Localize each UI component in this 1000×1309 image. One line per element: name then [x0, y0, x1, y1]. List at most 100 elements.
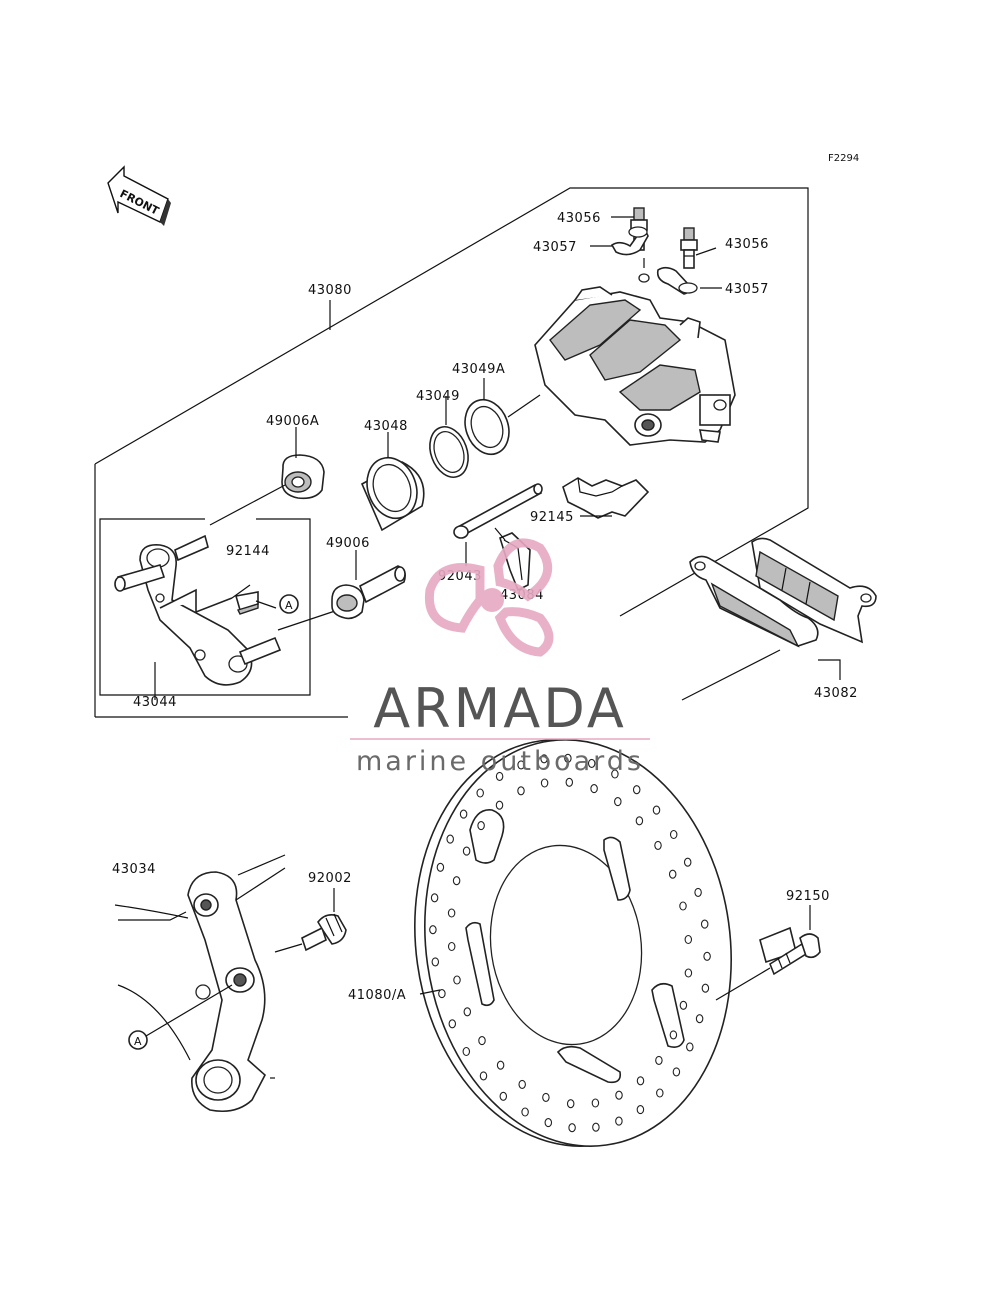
bleed-valve-right: [680, 227, 698, 269]
label-43034: 43034: [112, 862, 156, 877]
propeller-logo-icon: [424, 538, 554, 657]
disc-hole: [672, 1067, 681, 1077]
caliper-body: [534, 273, 736, 446]
disc-hole: [592, 1122, 600, 1132]
disc-hole: [669, 1030, 678, 1040]
label-43057-left: 43057: [533, 240, 577, 255]
disc-hole: [459, 809, 468, 819]
disc-hole: [683, 857, 692, 867]
label-41080A: 41080/A: [348, 988, 406, 1003]
svg-text:A: A: [285, 599, 293, 612]
disc-hole: [453, 975, 461, 985]
armada-watermark: ARMADA marine outboards: [350, 538, 650, 777]
disc-hole: [431, 957, 440, 967]
disc-hole: [478, 1036, 486, 1046]
caliper-assembly-frame: [94, 187, 809, 718]
disc-hole: [590, 784, 598, 794]
disc-hole: [694, 887, 702, 897]
brake-disc-41080A: [414, 739, 797, 1147]
label-43056-right: 43056: [725, 237, 769, 252]
disc-hole: [495, 800, 504, 810]
label-43082: 43082: [814, 686, 858, 701]
boot-49006A: [281, 454, 325, 500]
disc-hole: [654, 840, 662, 850]
disc-hole: [447, 908, 456, 918]
disc-hole: [615, 1116, 623, 1126]
label-49006: 49006: [326, 536, 370, 551]
disc-hole: [495, 771, 504, 781]
bolt-92002: [301, 913, 347, 952]
brand-name: ARMADA: [373, 677, 627, 740]
disc-hole: [695, 1014, 704, 1024]
pad-pin-92043: [453, 483, 543, 539]
disc-hole: [542, 1092, 550, 1102]
bleed-cap-right: [656, 266, 698, 295]
label-92144: 92144: [226, 544, 270, 559]
disc-hole: [669, 829, 678, 840]
brake-pads-43082: [689, 537, 877, 648]
disc-hole: [679, 1000, 688, 1010]
disc-hole: [632, 785, 641, 795]
disc-hole: [447, 941, 456, 952]
disc-hole: [679, 901, 687, 911]
disc-hole: [448, 1019, 457, 1029]
disc-hole: [684, 934, 693, 945]
disc-hole: [452, 876, 461, 886]
disc-holes: [429, 753, 711, 1133]
piston-43048: [360, 456, 425, 532]
svg-text:A: A: [134, 1035, 142, 1048]
disc-hole: [518, 1079, 526, 1089]
disc-hole: [438, 989, 446, 999]
disc-hole: [656, 1088, 664, 1098]
disc-hole: [568, 1123, 576, 1133]
ref-marker-a-upper: A: [279, 594, 299, 614]
disc-hole: [521, 1107, 529, 1117]
label-43048: 43048: [364, 419, 408, 434]
label-92002: 92002: [308, 871, 352, 886]
disc-hole: [611, 769, 619, 779]
caliper-bracket-43044: [114, 534, 282, 686]
disc-hole: [436, 862, 445, 872]
disc-hole: [635, 816, 644, 826]
ref-marker-a-lower: A: [128, 1030, 148, 1050]
disc-hole: [587, 758, 596, 768]
disc-hole: [477, 821, 485, 831]
disc-hole: [499, 1091, 508, 1101]
disc-hole: [591, 1098, 600, 1108]
bolt-92150: [769, 933, 821, 976]
disc-hole: [429, 925, 437, 935]
disc-hole: [565, 777, 574, 787]
label-43080: 43080: [308, 283, 352, 298]
seal-43049: [429, 426, 469, 478]
disc-hole: [614, 797, 622, 807]
label-43049: 43049: [416, 389, 460, 404]
label-92145: 92145: [530, 510, 574, 525]
disc-hole: [462, 846, 471, 856]
disc-hole: [540, 778, 549, 788]
disc-hole: [686, 1042, 694, 1052]
disc-hole: [517, 760, 525, 770]
label-43057-right: 43057: [725, 282, 769, 297]
disc-hole: [655, 1055, 663, 1065]
disc-hole: [540, 754, 548, 764]
disc-hole: [564, 753, 572, 763]
disc-hole: [615, 1090, 623, 1100]
disc-hole: [668, 869, 677, 879]
brand-tagline: marine outboards: [356, 746, 644, 777]
front-arrow-icon: FRONT: [107, 165, 171, 226]
disc-hole: [700, 919, 709, 929]
disc-hole: [636, 1105, 645, 1115]
disc-hole: [566, 1099, 575, 1109]
bracket-frame: [99, 518, 311, 700]
pad-spring-92145: [562, 477, 650, 519]
disc-hole: [462, 1046, 471, 1057]
disc-hole: [463, 1007, 472, 1017]
label-43056-top: 43056: [557, 211, 601, 226]
label-92150: 92150: [786, 889, 830, 904]
figure-id: F2294: [828, 153, 859, 164]
disc-hole: [496, 1060, 505, 1070]
disc-hole: [684, 968, 693, 978]
disc-hole: [476, 788, 484, 798]
boot-49006: [331, 565, 406, 620]
